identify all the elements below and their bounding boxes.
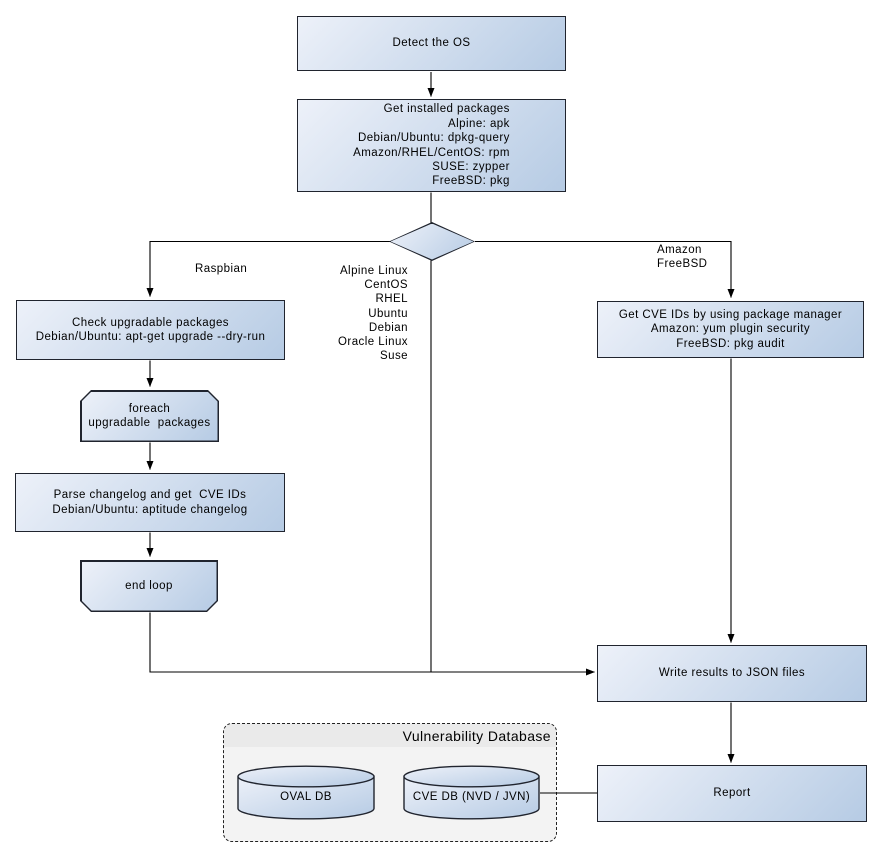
cve-db-cylinder-shape <box>403 765 540 820</box>
edge-decision-to-check-upgradable <box>146 240 390 297</box>
node-get-installed-packages: Get installed packages Alpine: apk Debia… <box>297 99 566 192</box>
node-parse-changelog-label: Parse changelog and get CVE IDs Debian/U… <box>52 489 248 516</box>
node-oval-db: OVAL DB <box>237 765 375 820</box>
edge-label-raspbian: Raspbian <box>195 263 248 275</box>
node-write-results-label: Write results to JSON files <box>658 667 806 680</box>
node-parse-changelog: Parse changelog and get CVE IDs Debian/U… <box>15 473 285 532</box>
node-foreach-label: foreach upgradable packages <box>88 402 211 429</box>
node-end-loop: end loop <box>80 560 218 612</box>
edge-endloop-to-write-results <box>149 612 595 676</box>
edge-decision-to-get-cve <box>475 240 735 298</box>
node-oval-db-label: OVAL DB <box>280 791 332 803</box>
loop-start-fill <box>82 392 218 441</box>
diamond-fill <box>390 223 474 260</box>
cluster-header: Vulnerability Database <box>224 724 556 747</box>
node-cve-db-label: CVE DB (NVD / JVN) <box>412 791 531 803</box>
node-foreach-loop-start: foreach upgradable packages <box>80 390 219 442</box>
node-get-cve-ids: Get CVE IDs by using package manager Ama… <box>597 301 864 358</box>
edge-label-amazon-freebsd: Amazon FreeBSD <box>657 244 708 270</box>
node-write-results: Write results to JSON files <box>597 645 867 702</box>
node-check-upgradable: Check upgradable packages Debian/Ubuntu:… <box>16 300 285 360</box>
loop-end-fill <box>82 562 217 611</box>
node-report-label: Report <box>713 787 751 800</box>
cluster-title: Vulnerability Database <box>402 727 551 744</box>
node-detect-os: Detect the OS <box>297 16 566 71</box>
node-get-cve-ids-label: Get CVE IDs by using package manager Ama… <box>618 308 843 350</box>
node-get-installed-packages-label: Get installed packages Alpine: apk Debia… <box>353 103 510 188</box>
node-report: Report <box>597 765 867 822</box>
node-detect-os-label: Detect the OS <box>392 37 471 50</box>
edge-label-os-list: Alpine Linux CentOS RHEL Ubuntu Debian O… <box>338 265 408 363</box>
oval-db-cylinder-shape <box>237 765 375 820</box>
node-end-loop-label: end loop <box>125 579 173 592</box>
node-cve-db: CVE DB (NVD / JVN) <box>403 765 540 820</box>
node-check-upgradable-label: Check upgradable packages Debian/Ubuntu:… <box>35 316 266 343</box>
node-os-decision <box>389 222 475 261</box>
